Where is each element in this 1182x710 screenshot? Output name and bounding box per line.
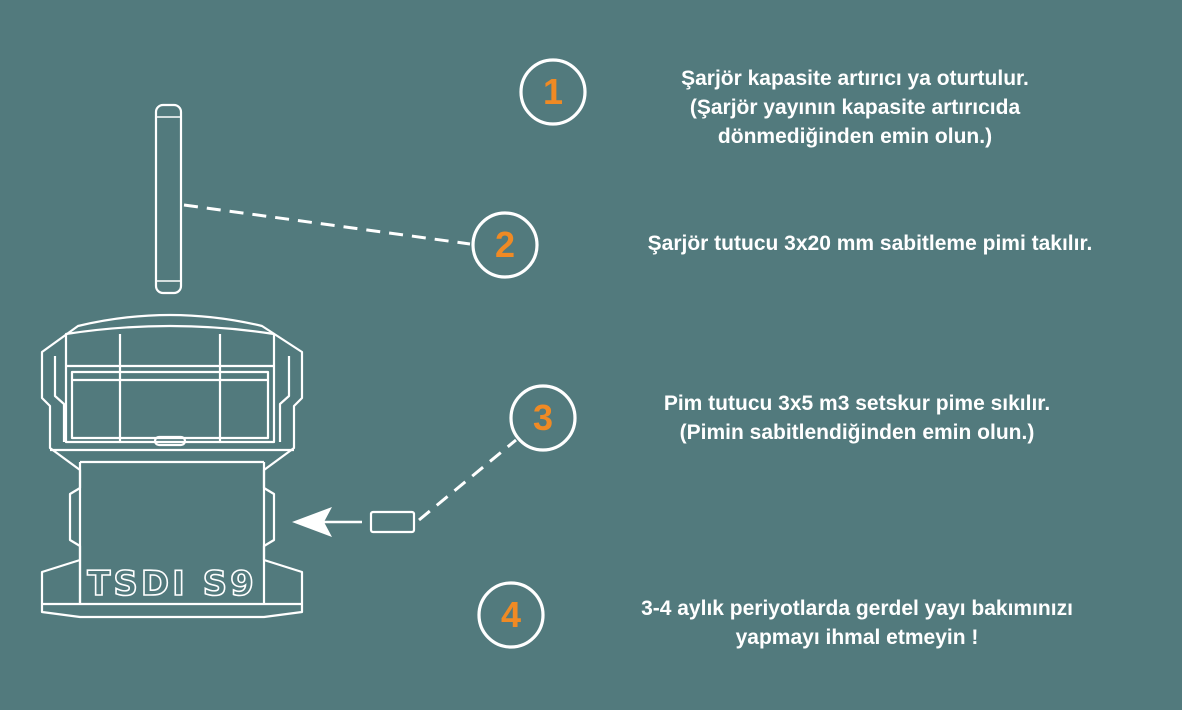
step-2-circle (471, 211, 539, 279)
step-1-number: 1 (542, 71, 564, 112)
step-4-text: 3-4 aylık periyotlarda gerdel yayı bakım… (582, 594, 1132, 652)
step-4-line: 3-4 aylık periyotlarda gerdel yayı bakım… (641, 597, 1073, 620)
magazine-pin (154, 103, 183, 295)
step-1-line: (Şarjör yayının kapasite artırıcıda (689, 96, 1021, 119)
set-screw (369, 510, 416, 534)
screw-leader-line (418, 438, 517, 522)
step-4-circle (477, 581, 545, 649)
step-4-line: yapmayı ihmal etmeyin ! (735, 626, 979, 649)
step-3-text: Pim tutucu 3x5 m3 setskur pime sıkılır. … (612, 389, 1102, 447)
insert-arrow-head (292, 507, 332, 537)
step-2-number: 2 (494, 224, 516, 265)
magazine-body (40, 313, 304, 619)
step-3-line: (Pimin sabitlendiğinden emin olun.) (679, 421, 1035, 444)
step-3-number: 3 (532, 397, 554, 438)
step-4-number: 4 (500, 594, 522, 635)
step-3-circle (509, 384, 577, 452)
step-3-line: Pim tutucu 3x5 m3 setskur pime sıkılır. (663, 392, 1051, 415)
step-2-text: Şarjör tutucu 3x20 mm sabitleme pimi tak… (575, 229, 1165, 258)
step-1-line: dönmediğinden emin olun.) (717, 125, 993, 148)
step-1-line: Şarjör kapasite artırıcı ya oturtulur. (681, 67, 1029, 90)
step-1-circle (519, 58, 587, 126)
step-1-text: Şarjör kapasite artırıcı ya oturtulur. (… (645, 64, 1065, 151)
pin-leader-line (183, 203, 471, 246)
step-2-line: Şarjör tutucu 3x20 mm sabitleme pimi tak… (647, 232, 1093, 255)
device-label: TSDI S9 (87, 564, 257, 604)
